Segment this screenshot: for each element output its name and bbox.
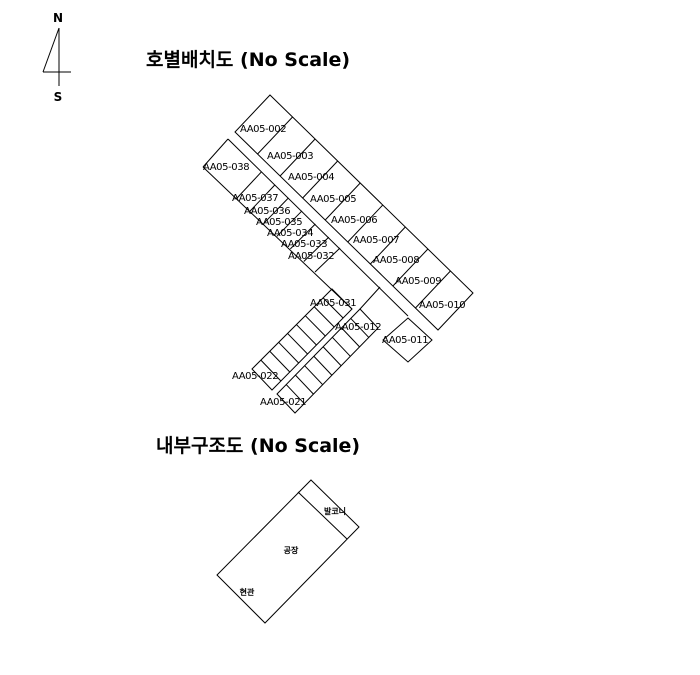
room-label-entrance: 현관 xyxy=(240,587,255,597)
stair-divider xyxy=(295,374,314,395)
stair-divider xyxy=(269,350,291,373)
corridor-line xyxy=(227,138,409,317)
stair-divider xyxy=(278,341,300,364)
north-arrow-icon xyxy=(42,27,71,86)
unit-divider xyxy=(392,248,429,287)
unit-label-022[interactable]: AA05-022 xyxy=(232,371,279,382)
layout-plan-title: 호별배치도 (No Scale) xyxy=(146,49,350,71)
compass-north-label: N xyxy=(53,11,63,25)
unit-divider xyxy=(324,182,361,221)
unit-divider xyxy=(347,204,384,243)
unit-label-009[interactable]: AA05-009 xyxy=(395,276,442,287)
unit-divider xyxy=(303,236,330,262)
stair-divider xyxy=(341,327,360,348)
lower-strip-edge xyxy=(202,166,353,310)
unit-divider xyxy=(369,226,406,265)
unit-divider xyxy=(279,138,316,177)
unit-divider xyxy=(276,210,303,237)
unit-label-035[interactable]: AA05-035 xyxy=(256,217,303,228)
stair-divider xyxy=(296,324,317,346)
stair-divider xyxy=(313,355,333,376)
unit-label-034[interactable]: AA05-034 xyxy=(267,228,314,239)
unit-label-012[interactable]: AA05-012 xyxy=(335,322,382,333)
unit-label-006-highlighted[interactable]: AA05-006 xyxy=(331,215,378,226)
interior-plan-title: 내부구조도 (No Scale) xyxy=(156,435,360,457)
unit-label-031[interactable]: AA05-031 xyxy=(310,298,357,309)
unit-label-011[interactable]: AA05-011 xyxy=(382,335,429,346)
stair-divider xyxy=(350,318,370,338)
stair-divider xyxy=(322,346,342,367)
stair-divider xyxy=(287,333,308,355)
unit-label-004[interactable]: AA05-004 xyxy=(288,172,335,183)
stair-divider xyxy=(304,315,326,337)
unit-divider xyxy=(290,223,316,250)
unit-label-033[interactable]: AA05-033 xyxy=(281,239,328,250)
unit-divider xyxy=(249,184,276,212)
unit-label-038[interactable]: AA05-038 xyxy=(203,162,250,173)
unit-divider xyxy=(415,270,451,309)
lower-strip-end xyxy=(202,138,229,168)
interior-outline xyxy=(216,479,360,624)
stair-divider xyxy=(313,306,335,328)
unit-label-003[interactable]: AA05-003 xyxy=(267,151,314,162)
stair-divider xyxy=(322,297,344,319)
room-label-factory: 공장 xyxy=(284,545,299,555)
unit-divider xyxy=(236,171,262,199)
compass-south-label: S xyxy=(54,90,63,104)
stair-block-edge xyxy=(359,286,381,310)
stair-divider xyxy=(331,336,351,357)
unit-label-021[interactable]: AA05-021 xyxy=(260,397,307,408)
unit-divider xyxy=(257,116,293,155)
unit-label-008[interactable]: AA05-008 xyxy=(373,255,420,266)
stair-divider xyxy=(260,359,282,382)
unit-label-005[interactable]: AA05-005 xyxy=(310,194,357,205)
unit-label-010[interactable]: AA05-010 xyxy=(419,300,466,311)
unit-divider xyxy=(302,160,339,199)
unit-block-011 xyxy=(382,317,433,363)
room-label-balcony: 발코니 xyxy=(324,506,346,516)
floor-plan-lines xyxy=(202,94,474,414)
stair-divider xyxy=(285,384,305,404)
unit-label-002[interactable]: AA05-002 xyxy=(240,124,287,135)
unit-label-037[interactable]: AA05-037 xyxy=(232,193,279,204)
stair-divider xyxy=(304,365,324,386)
unit-label-032[interactable]: AA05-032 xyxy=(288,251,335,262)
unit-divider xyxy=(263,197,289,225)
lower-strip-end xyxy=(314,247,341,273)
unit-label-036[interactable]: AA05-036 xyxy=(244,206,291,217)
unit-label-007[interactable]: AA05-007 xyxy=(353,235,400,246)
